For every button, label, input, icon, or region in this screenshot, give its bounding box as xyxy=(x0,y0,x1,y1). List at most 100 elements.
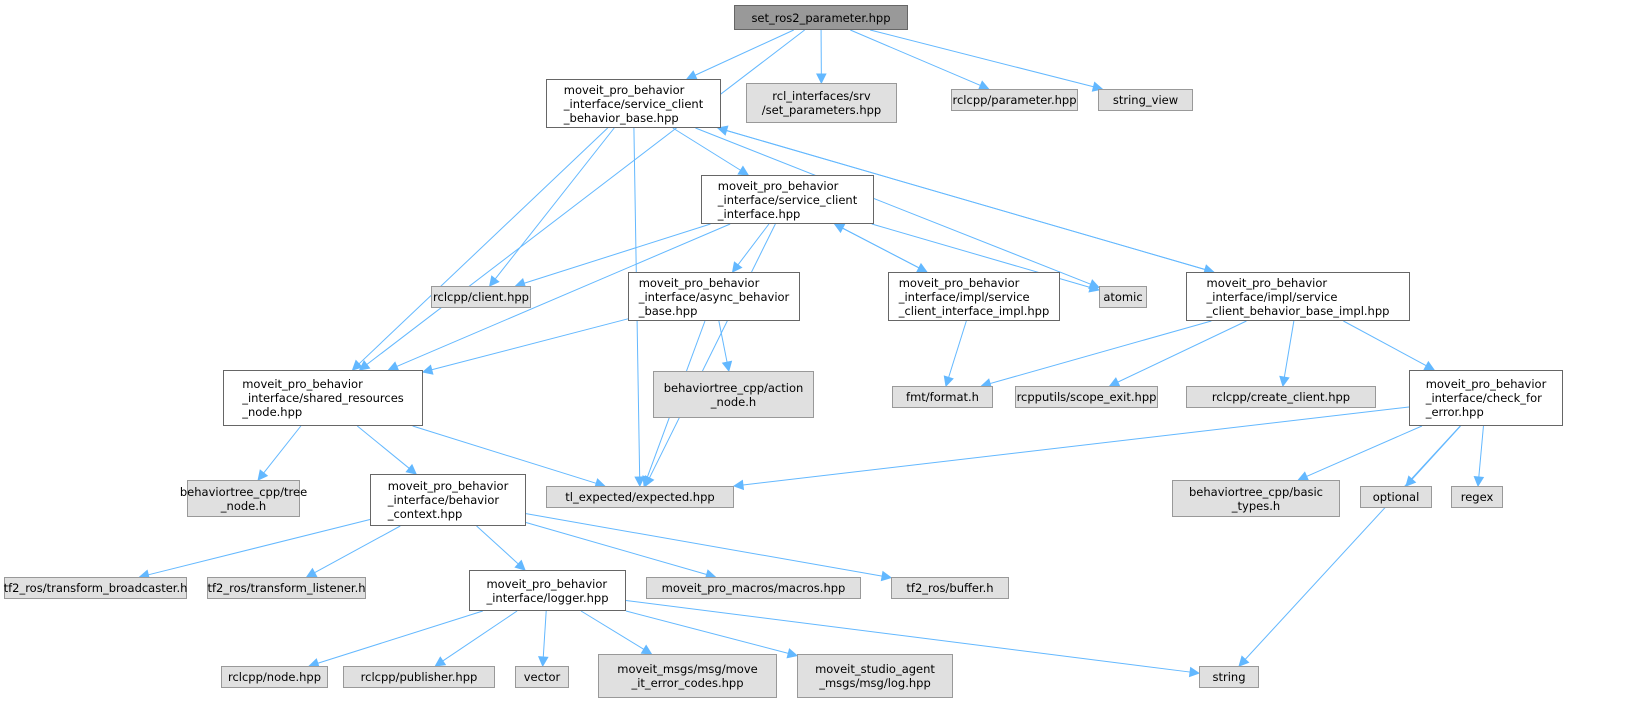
edge-check-to-string xyxy=(1244,425,1461,660)
graph-node-macros[interactable]: moveit_pro_macros/macros.hpp xyxy=(646,577,861,599)
graph-node-root[interactable]: set_ros2_parameter.hpp xyxy=(734,5,908,30)
edge-context-to-broadcaster xyxy=(148,518,371,576)
edge-scb-to-atomic xyxy=(695,127,1091,285)
edge-scb-to-srn xyxy=(358,127,609,365)
node-label: rcl_interfaces/srv /set_parameters.hpp xyxy=(761,89,882,117)
arrowhead-icon xyxy=(943,375,954,388)
arrowhead-icon xyxy=(737,165,750,176)
graph-node-listener[interactable]: tf2_ros/transform_listener.h xyxy=(207,577,366,599)
graph-node-node[interactable]: rclcpp/node.hpp xyxy=(221,666,328,688)
node-label: tf2_ros/transform_broadcaster.h xyxy=(3,581,188,595)
node-label: moveit_pro_behavior _interface/async_beh… xyxy=(638,275,790,318)
node-label: moveit_pro_behavior _interface/check_for… xyxy=(1425,377,1547,419)
graph-node-context[interactable]: moveit_pro_behavior _interface/behavior … xyxy=(370,474,526,526)
graph-node-logger[interactable]: moveit_pro_behavior _interface/logger.hp… xyxy=(469,570,626,611)
arrowhead-icon xyxy=(488,275,500,287)
edge-context-to-macros xyxy=(525,521,707,575)
node-label: rcpputils/scope_exit.hpp xyxy=(1016,390,1157,404)
graph-node-sci[interactable]: moveit_pro_behavior _interface/service_c… xyxy=(701,175,874,224)
edge-root-to-srn xyxy=(366,29,805,365)
node-label: moveit_pro_macros/macros.hpp xyxy=(661,581,846,595)
node-label: moveit_pro_behavior _interface/service_c… xyxy=(717,178,858,221)
edge-sci-to-tl xyxy=(649,223,776,479)
edge-sci_impl-to-fmt xyxy=(948,320,967,378)
arrowhead-icon xyxy=(1279,375,1290,388)
graph-node-action[interactable]: behaviortree_cpp/action _node.h xyxy=(653,371,814,418)
node-label: set_ros2_parameter.hpp xyxy=(751,10,891,25)
arrowhead-icon xyxy=(358,360,371,371)
graph-node-string[interactable]: string xyxy=(1199,666,1259,688)
graph-node-error-codes[interactable]: moveit_msgs/msg/move _it_error_codes.hpp xyxy=(598,654,777,698)
graph-node-regex[interactable]: regex xyxy=(1451,486,1503,508)
graph-node-buffer[interactable]: tf2_ros/buffer.h xyxy=(891,577,1009,599)
node-label: behaviortree_cpp/basic _types.h xyxy=(1188,484,1323,513)
arrowhead-icon xyxy=(1188,666,1201,678)
arrowhead-icon xyxy=(1088,282,1101,293)
arrowhead-icon xyxy=(732,479,745,491)
graph-node-fmt[interactable]: fmt/format.h xyxy=(892,386,993,408)
edge-logger-to-node xyxy=(317,610,483,664)
graph-node-sci-impl[interactable]: moveit_pro_behavior _interface/impl/serv… xyxy=(888,272,1060,321)
arrowhead-icon xyxy=(538,656,549,668)
arrowhead-icon xyxy=(351,359,364,371)
arrowhead-icon xyxy=(514,559,526,571)
edge-scb_impl-to-scb xyxy=(726,130,1214,273)
edge-sci_impl-to-sci xyxy=(842,227,928,273)
node-label: rclcpp/parameter.hpp xyxy=(952,93,1077,107)
graph-node-atomic[interactable]: atomic xyxy=(1099,286,1147,308)
node-label: vector xyxy=(523,670,561,684)
node-label: fmt/format.h xyxy=(906,390,979,404)
graph-node-rcl-srv[interactable]: rcl_interfaces/srv /set_parameters.hpp xyxy=(746,83,897,123)
edge-scb_impl-to-scope_exit xyxy=(1117,320,1247,383)
edge-logger-to-string xyxy=(625,599,1191,673)
node-label: rclcpp/create_client.hpp xyxy=(1211,390,1351,404)
graph-node-tl[interactable]: tl_expected/expected.hpp xyxy=(546,486,734,508)
edge-sci-to-async xyxy=(737,223,770,266)
graph-node-vector[interactable]: vector xyxy=(515,666,569,688)
arrowhead-icon xyxy=(1108,377,1121,387)
graph-node-client[interactable]: rclcpp/client.hpp xyxy=(431,286,531,308)
graph-node-scb[interactable]: moveit_pro_behavior _interface/service_c… xyxy=(546,79,721,128)
node-label: tf2_ros/buffer.h xyxy=(906,581,994,595)
node-label: rclcpp/client.hpp xyxy=(433,290,529,304)
graph-node-param[interactable]: rclcpp/parameter.hpp xyxy=(951,89,1078,111)
arrowhead-icon xyxy=(816,73,827,85)
edge-logger-to-vector xyxy=(542,610,547,658)
arrowhead-icon xyxy=(721,360,733,373)
graph-node-check[interactable]: moveit_pro_behavior _interface/check_for… xyxy=(1409,370,1563,426)
graph-node-async[interactable]: moveit_pro_behavior _interface/async_beh… xyxy=(628,272,800,321)
graph-node-scb-impl[interactable]: moveit_pro_behavior _interface/impl/serv… xyxy=(1186,272,1410,321)
node-label: behaviortree_cpp/action _node.h xyxy=(663,380,804,409)
graph-node-srn[interactable]: moveit_pro_behavior _interface/shared_re… xyxy=(223,370,423,426)
graph-node-agent-log[interactable]: moveit_studio_agent _msgs/msg/log.hpp xyxy=(797,654,953,698)
graph-node-create-client[interactable]: rclcpp/create_client.hpp xyxy=(1186,386,1376,408)
node-label: tl_expected/expected.hpp xyxy=(565,490,715,504)
edge-sci-to-srn xyxy=(396,223,731,367)
node-label: regex xyxy=(1460,490,1494,504)
edge-sci-to-client xyxy=(524,223,711,284)
graph-node-optional[interactable]: optional xyxy=(1360,486,1432,508)
edge-check-to-basic_types xyxy=(1306,425,1423,477)
node-label: rclcpp/publisher.hpp xyxy=(360,670,478,684)
node-label: atomic xyxy=(1103,290,1143,304)
edge-check-to-regex xyxy=(1478,425,1484,478)
arrowhead-icon xyxy=(1423,360,1436,371)
arrowhead-icon xyxy=(1405,475,1417,487)
edge-context-to-logger xyxy=(476,525,519,565)
node-label: rclcpp/node.hpp xyxy=(227,670,322,684)
edge-root-to-scb xyxy=(694,29,794,76)
node-label: moveit_pro_behavior _interface/shared_re… xyxy=(242,377,404,419)
edge-context-to-buffer xyxy=(525,513,883,577)
graph-node-broadcaster[interactable]: tf2_ros/transform_broadcaster.h xyxy=(4,577,187,599)
graph-node-basic-types[interactable]: behaviortree_cpp/basic _types.h xyxy=(1172,480,1340,517)
graph-node-tree-node[interactable]: behaviortree_cpp/tree _node.h xyxy=(180,480,307,517)
edge-srn-to-tl xyxy=(412,425,597,484)
graph-node-publisher[interactable]: rclcpp/publisher.hpp xyxy=(343,666,495,688)
node-label: optional xyxy=(1372,490,1420,504)
graph-node-string-view[interactable]: string_view xyxy=(1098,89,1193,111)
edge-async-to-srn xyxy=(431,318,629,371)
node-label: moveit_pro_behavior _interface/logger.hp… xyxy=(486,576,609,605)
graph-node-scope-exit[interactable]: rcpputils/scope_exit.hpp xyxy=(1015,386,1158,408)
